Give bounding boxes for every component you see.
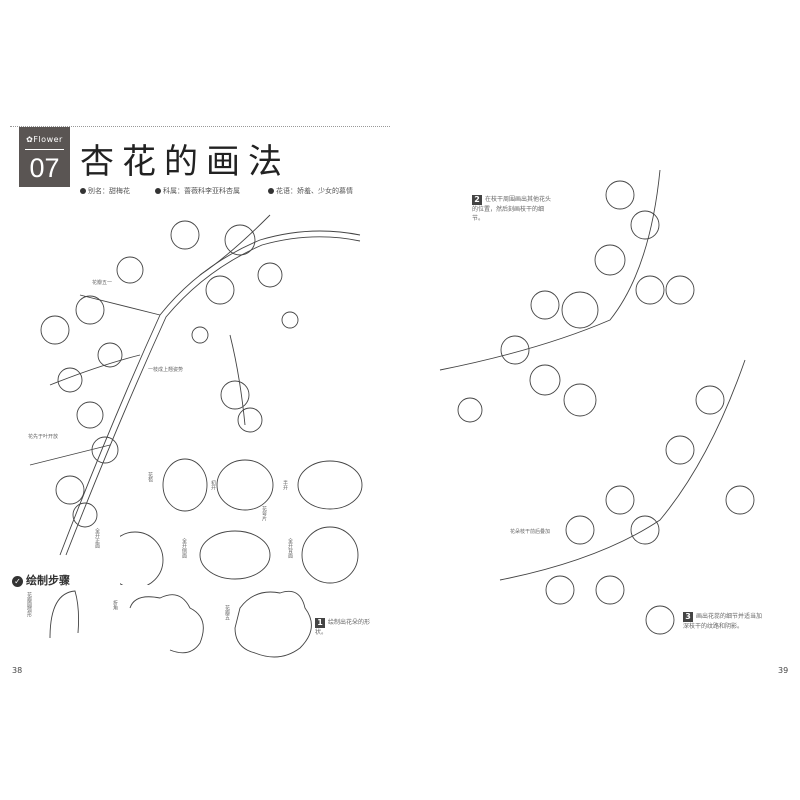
page-title: 杏花的画法 (80, 142, 290, 182)
bullet-icon (80, 188, 86, 194)
info-family-text: 科属：蔷薇科李亚科杏属 (163, 187, 240, 195)
step-text: 在枝干周围画出其他花头的位置，然后刻画枝干的细节。 (472, 196, 552, 222)
annotation: 花萼片 (261, 506, 267, 521)
page-number: 39 (778, 666, 789, 675)
left-page: ✿Flower 07 杏花的画法 别名：甜梅花 科属：蔷薇科李亚科杏属 花语：娇… (10, 126, 390, 675)
flower-stages-illustration (120, 458, 363, 585)
step-number: 2 (472, 195, 482, 205)
annotation: 花瓣圆弧形 (26, 592, 32, 617)
badge-number: 07 (29, 153, 60, 183)
annotation: 全开侧面 (181, 538, 187, 558)
info-alias-text: 别名：甜梅花 (88, 187, 130, 195)
annotation: 花瓣五一 (92, 280, 113, 286)
annotation: 花先于叶开放 (28, 434, 59, 440)
info-language: 花语：娇羞、少女的慕情 (268, 186, 353, 196)
step-number: 1 (315, 618, 325, 628)
drawing-steps-illustration (49, 590, 312, 658)
annotation: 全开正面 (94, 528, 100, 548)
step-text: 绘制出花朵的形状。 (315, 619, 371, 636)
bullet-icon (268, 188, 274, 194)
step-text: 画出花蕊的细节并适当加深枝干的纹路和阴影。 (683, 613, 763, 630)
apricot-branch-step-illustration (439, 169, 755, 635)
apricot-branch-illustration (29, 214, 361, 556)
annotation: 花苞 (147, 472, 153, 482)
annotation: 半开 (282, 480, 288, 490)
page-number: 38 (12, 666, 23, 675)
info-family: 科属：蔷薇科李亚科杏属 (155, 186, 240, 196)
step-number: 3 (683, 612, 693, 622)
annotation: 花朵枝干前后叠加 (510, 529, 551, 535)
steps-heading: ✓绘制步骤 (12, 572, 70, 588)
flower-cluster (40, 220, 299, 528)
annotation: 花瓣五 (224, 605, 230, 620)
steps-heading-text: 绘制步骤 (26, 574, 70, 587)
annotation: 初开 (210, 480, 216, 490)
annotation: 一枝成上翘姿势 (148, 367, 184, 373)
annotation: 折角 (112, 600, 118, 610)
bullet-icon (155, 188, 161, 194)
annotation: 全开背面 (287, 538, 293, 558)
info-alias: 别名：甜梅花 (80, 186, 130, 196)
chapter-badge: ✿Flower 07 (19, 127, 70, 187)
check-icon: ✓ (12, 576, 23, 587)
header-divider (10, 126, 390, 127)
info-language-text: 花语：娇羞、少女的慕情 (276, 187, 353, 195)
badge-rule (25, 149, 64, 150)
badge-category: ✿Flower (26, 135, 63, 144)
